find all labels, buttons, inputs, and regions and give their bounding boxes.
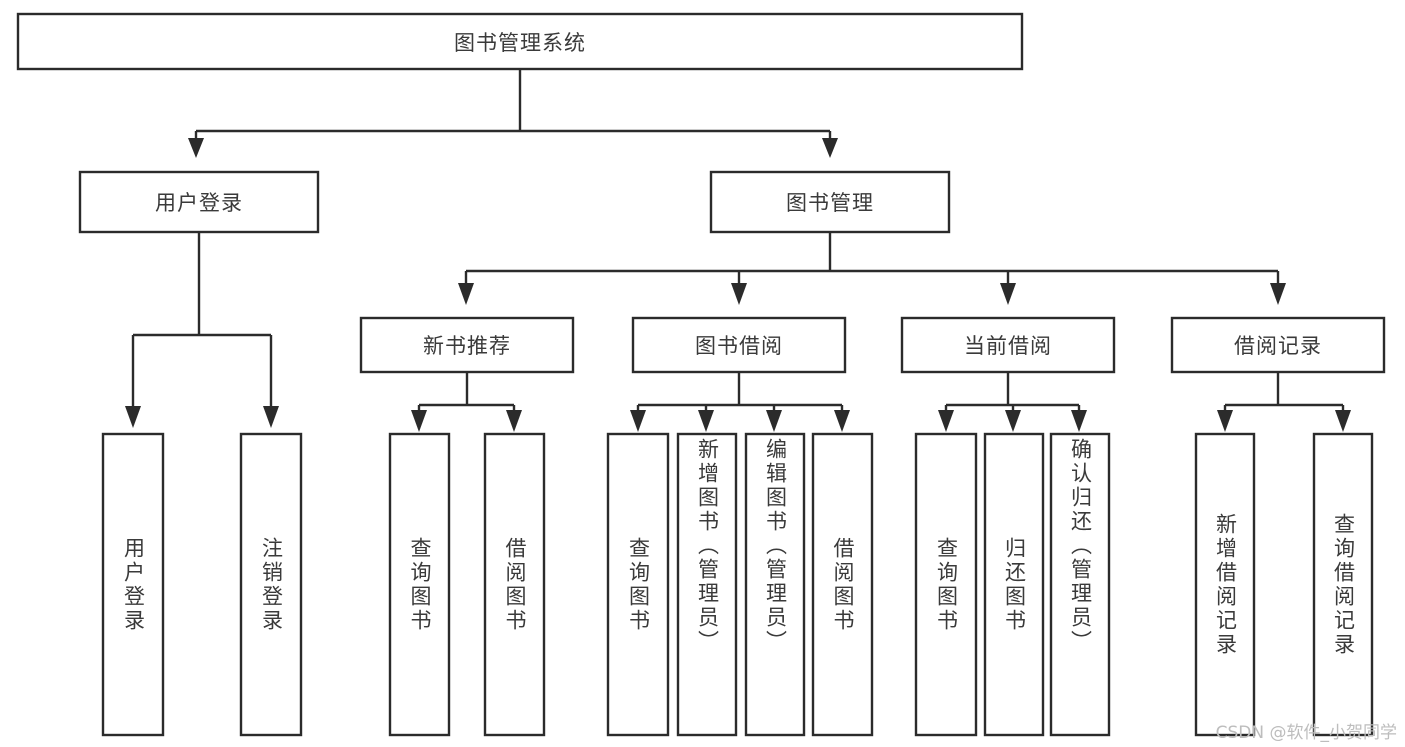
leaf-box-return-book[interactable] [983, 432, 1045, 737]
arrow-leaf-borrow-book-bb [834, 410, 850, 432]
node-root-book-management-system[interactable] [16, 12, 1024, 71]
leaf-box-query-record[interactable] [1312, 432, 1374, 737]
leaf-box-borrow-book-nb[interactable] [483, 432, 546, 737]
arrow-leaf-logout [263, 406, 279, 428]
node-book-management[interactable] [709, 170, 951, 234]
arrow-leaf-borrow-book-nb [506, 410, 522, 432]
leaf-box-logout[interactable] [239, 432, 303, 737]
node-borrow-record[interactable] [1170, 316, 1386, 374]
arrow-leaf-add-record [1217, 410, 1233, 432]
arrow-leaf-query-book-cb [938, 410, 954, 432]
arrow-leaf-user-login [125, 406, 141, 428]
node-current-borrow[interactable] [900, 316, 1116, 374]
leaf-box-query-book-cb[interactable] [914, 432, 978, 737]
node-user-login[interactable] [78, 170, 320, 234]
arrow-leaf-confirm-return [1071, 410, 1087, 432]
leaf-box-query-book-nb[interactable] [388, 432, 451, 737]
leaf-box-add-record[interactable] [1194, 432, 1256, 737]
arrow-book-management [822, 138, 838, 158]
arrow-current-borrow [1000, 283, 1016, 305]
node-new-book-recommend[interactable] [359, 316, 575, 374]
arrow-leaf-query-record [1335, 410, 1351, 432]
arrow-leaf-add-book [698, 410, 714, 432]
leaf-box-user-login[interactable] [101, 432, 165, 737]
arrow-user-login [188, 138, 204, 158]
arrow-book-borrow [731, 283, 747, 305]
arrow-borrow-record [1270, 283, 1286, 305]
leaf-box-query-book-bb[interactable] [606, 432, 670, 737]
leaf-box-confirm-return[interactable] [1049, 432, 1111, 737]
leaf-box-add-book[interactable] [676, 432, 738, 737]
arrow-leaf-edit-book [766, 410, 782, 432]
leaf-box-edit-book[interactable] [744, 432, 806, 737]
arrow-leaf-query-book-nb [411, 410, 427, 432]
leaf-box-borrow-book-bb[interactable] [811, 432, 874, 737]
arrow-new-book-recommend [458, 283, 474, 305]
arrow-leaf-query-book-bb [630, 410, 646, 432]
arrow-leaf-return-book [1005, 410, 1021, 432]
node-book-borrow[interactable] [631, 316, 847, 374]
